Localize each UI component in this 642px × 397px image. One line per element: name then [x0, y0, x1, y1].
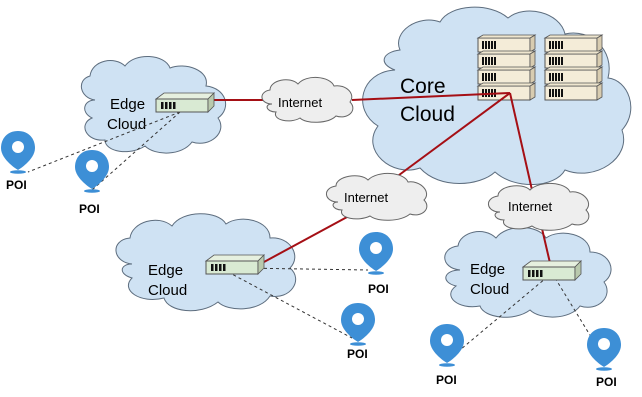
- edge-cloud-top-left: [80, 56, 227, 154]
- internet-label: Internet: [278, 95, 322, 110]
- poi-label: POI: [436, 373, 457, 387]
- network-switch-icon: [204, 254, 265, 275]
- internet-label: Internet: [508, 199, 552, 214]
- poi-label: POI: [6, 178, 27, 192]
- core-cloud-label-line1: Core: [400, 75, 446, 98]
- server-unit-icon: [543, 82, 604, 101]
- internet-cloud-right: Internet: [488, 183, 590, 231]
- server-rack-icon: [476, 34, 604, 101]
- server-unit-icon: [476, 34, 537, 53]
- network-switch-icon: [521, 260, 582, 281]
- poi-pin-icon: POI: [359, 232, 393, 296]
- network-links: [212, 92, 551, 264]
- edge-cloud-label-line2: Cloud: [148, 282, 187, 299]
- internet-cloud-top: Internet: [261, 77, 354, 123]
- server-unit-icon: [476, 50, 537, 69]
- poi-markers: POI POI POI POI POI POI: [1, 131, 621, 389]
- server-unit-icon: [543, 50, 604, 69]
- server-unit-icon: [476, 82, 537, 101]
- server-unit-icon: [543, 66, 604, 85]
- poi-pin-icon: POI: [587, 328, 621, 389]
- internet-label: Internet: [344, 190, 388, 205]
- network-switch-icon: [154, 92, 215, 113]
- poi-label: POI: [347, 347, 368, 361]
- poi-pin-icon: POI: [1, 131, 35, 192]
- poi-pin-icon: POI: [430, 324, 464, 387]
- core-cloud-label-line2: Cloud: [400, 103, 455, 126]
- edge-cloud-label-line2: Cloud: [107, 116, 146, 133]
- poi-label: POI: [596, 375, 617, 389]
- poi-links: [27, 111, 597, 361]
- server-unit-icon: [543, 34, 604, 53]
- internet-cloud-middle: Internet: [326, 173, 428, 221]
- edge-cloud-label-line2: Cloud: [470, 281, 509, 298]
- edge-cloud-label-line1: Edge: [110, 96, 145, 113]
- edge-cloud-label-line1: Edge: [148, 262, 183, 279]
- poi-label: POI: [79, 202, 100, 216]
- poi-pin-icon: POI: [75, 150, 109, 216]
- edge-cloud-label-line1: Edge: [470, 261, 505, 278]
- server-unit-icon: [476, 66, 537, 85]
- network-switch-icon: [154, 92, 582, 281]
- poi-pin-icon: POI: [341, 303, 375, 361]
- poi-label: POI: [368, 282, 389, 296]
